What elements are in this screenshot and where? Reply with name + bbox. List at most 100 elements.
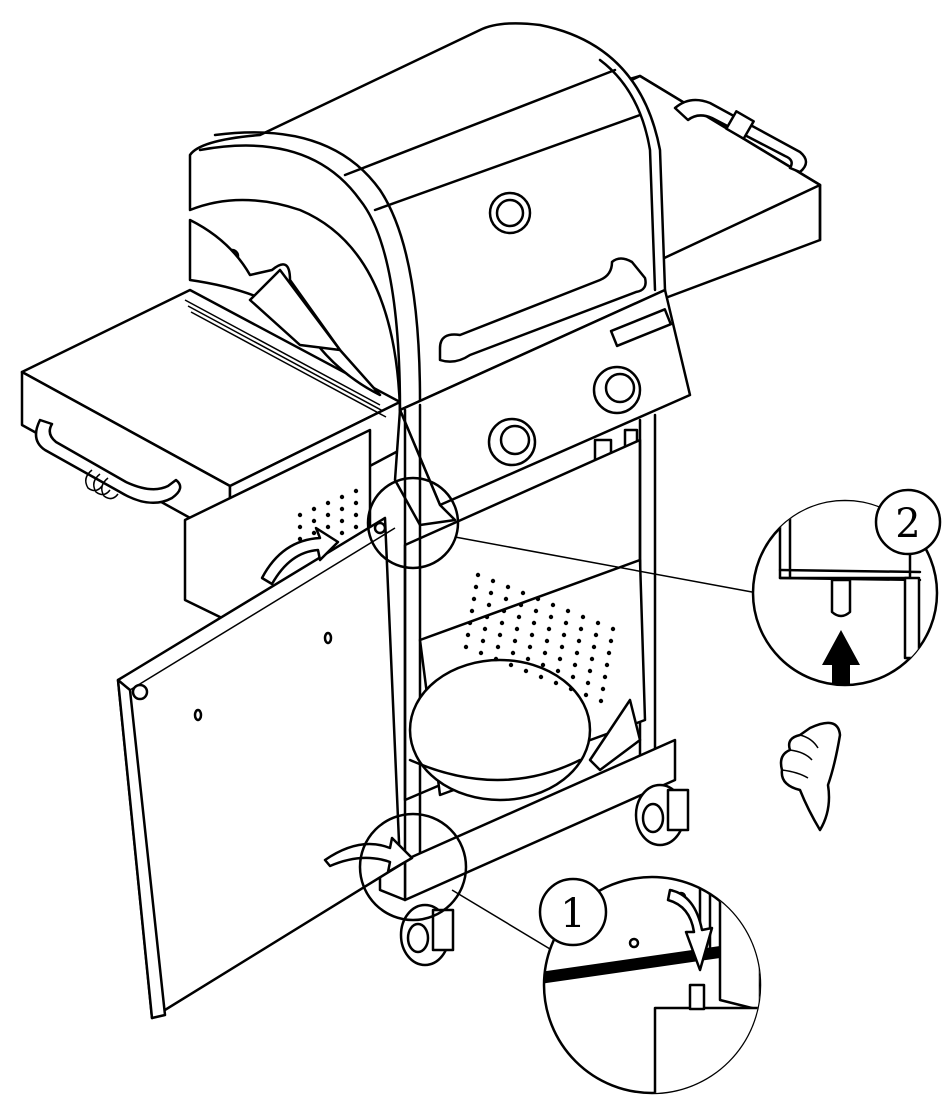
vent-hole [501, 608, 507, 614]
vent-hole [585, 680, 591, 686]
detail-view-step-1: 1 [538, 875, 762, 1095]
vent-hole [602, 674, 608, 680]
lid-handle [438, 257, 647, 363]
vent-hole [531, 620, 537, 626]
vent-hole [574, 650, 580, 656]
vent-hole [490, 578, 496, 584]
vent-hole [606, 650, 612, 656]
vent-hole [548, 614, 554, 620]
lid-side-vent [248, 268, 342, 352]
vent-hole [578, 626, 584, 632]
vent-hole [495, 644, 501, 650]
vent-hole [555, 668, 561, 674]
vent-hole [339, 530, 345, 536]
vent-hole [608, 638, 614, 644]
vent-hole [565, 608, 571, 614]
vent-hole [512, 638, 518, 644]
vent-hole [583, 692, 589, 698]
vent-hole [497, 632, 503, 638]
vent-hole [600, 686, 606, 692]
vent-hole [523, 668, 529, 674]
vent-hole [561, 632, 567, 638]
callout-source-hinge-bottom [358, 812, 468, 922]
vent-hole [533, 608, 539, 614]
vent-hole [503, 596, 509, 602]
vent-hole [467, 620, 473, 626]
vent-hole [311, 506, 317, 512]
vent-hole [525, 656, 531, 662]
vent-hole [325, 524, 331, 530]
vent-hole [604, 662, 610, 668]
vent-hole [353, 512, 359, 518]
vent-hole [297, 512, 303, 518]
vent-hole [465, 632, 471, 638]
vent-hole [505, 584, 511, 590]
vent-hole [510, 650, 516, 656]
thumb-press-icon [779, 721, 842, 832]
vent-hole [553, 680, 559, 686]
utensil-hooks [85, 469, 119, 500]
vent-hole [546, 626, 552, 632]
vent-hole [542, 650, 548, 656]
vent-hole [325, 500, 331, 506]
callout-source-hinge-top [366, 476, 460, 570]
vent-hole [538, 674, 544, 680]
vent-hole [353, 500, 359, 506]
curved-arrow-down-icon [666, 888, 714, 972]
vent-hole [570, 674, 576, 680]
vent-hole [557, 656, 563, 662]
vent-hole [508, 662, 514, 668]
vent-hole [544, 638, 550, 644]
vent-hole [499, 620, 505, 626]
vent-hole [598, 698, 604, 704]
vent-hole [591, 644, 597, 650]
vent-hole [311, 530, 317, 536]
vent-hole [473, 584, 479, 590]
vent-hole [535, 596, 541, 602]
vent-hole [595, 620, 601, 626]
vent-hole [527, 644, 533, 650]
hinge-pin-top [830, 578, 852, 618]
detail-view-step-2: 2 [751, 488, 942, 687]
vent-hole [514, 626, 520, 632]
vent-hole [469, 608, 475, 614]
step-badge-1 [538, 877, 608, 947]
step-number-2: 2 [895, 501, 920, 547]
cart-door-panel [116, 516, 402, 1020]
vent-hole [572, 662, 578, 668]
vent-hole [478, 650, 484, 656]
vent-hole [587, 668, 593, 674]
vent-hole [493, 656, 499, 662]
vent-hole [471, 596, 477, 602]
curved-arrow-bottom-icon [323, 836, 414, 874]
vent-hole [593, 632, 599, 638]
tank-opening [408, 658, 592, 802]
left-shelf-handle [34, 418, 182, 505]
vent-hole [576, 638, 582, 644]
vent-hole [518, 602, 524, 608]
vent-hole [353, 488, 359, 494]
vent-hole [568, 686, 574, 692]
caster-wheels [399, 783, 690, 967]
vent-hole [563, 620, 569, 626]
up-arrow-icon [822, 630, 860, 685]
step-badge-2 [874, 488, 942, 556]
control-panel [393, 288, 692, 527]
cart-frame [183, 403, 677, 902]
right-shelf-handle [673, 98, 808, 174]
brand-plate [609, 308, 673, 348]
leader-line-step-2 [454, 536, 753, 593]
vent-hole [559, 644, 565, 650]
vent-hole [488, 590, 494, 596]
vent-hole [516, 614, 522, 620]
door-edge [544, 946, 720, 984]
vent-hole [339, 506, 345, 512]
vent-hole [475, 572, 481, 578]
assembly-arrows [260, 526, 414, 874]
inner-panel-vent-holes [463, 572, 616, 704]
curved-arrow-top-icon [260, 526, 340, 586]
hinge-pin-bottom [688, 983, 706, 1011]
vent-hole [482, 626, 488, 632]
vent-hole [610, 626, 616, 632]
